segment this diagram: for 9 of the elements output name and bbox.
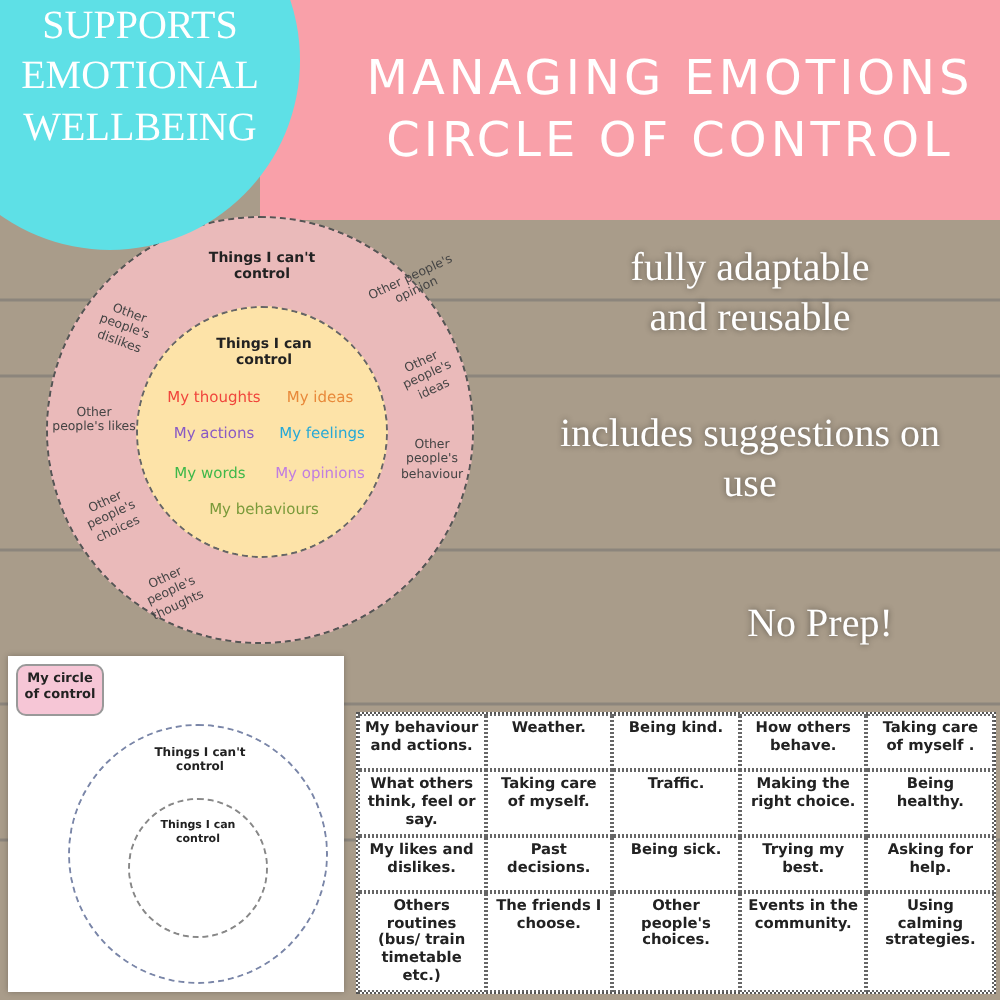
title-tag [16,664,104,716]
title: MANAGING EMOTIONS CIRCLE OF CONTROL [364,47,976,172]
promo-text: includes suggestions on use [558,410,942,510]
outer-dashed-circle [68,724,328,984]
promo-text: No Prep! [745,600,895,650]
promo-text: fully adaptable and reusable [628,244,872,344]
inner-dashed-circle [128,798,268,938]
badge-text: SUPPORTS EMOTIONAL WELLBEING [19,2,261,154]
worksheet-page [8,656,344,992]
